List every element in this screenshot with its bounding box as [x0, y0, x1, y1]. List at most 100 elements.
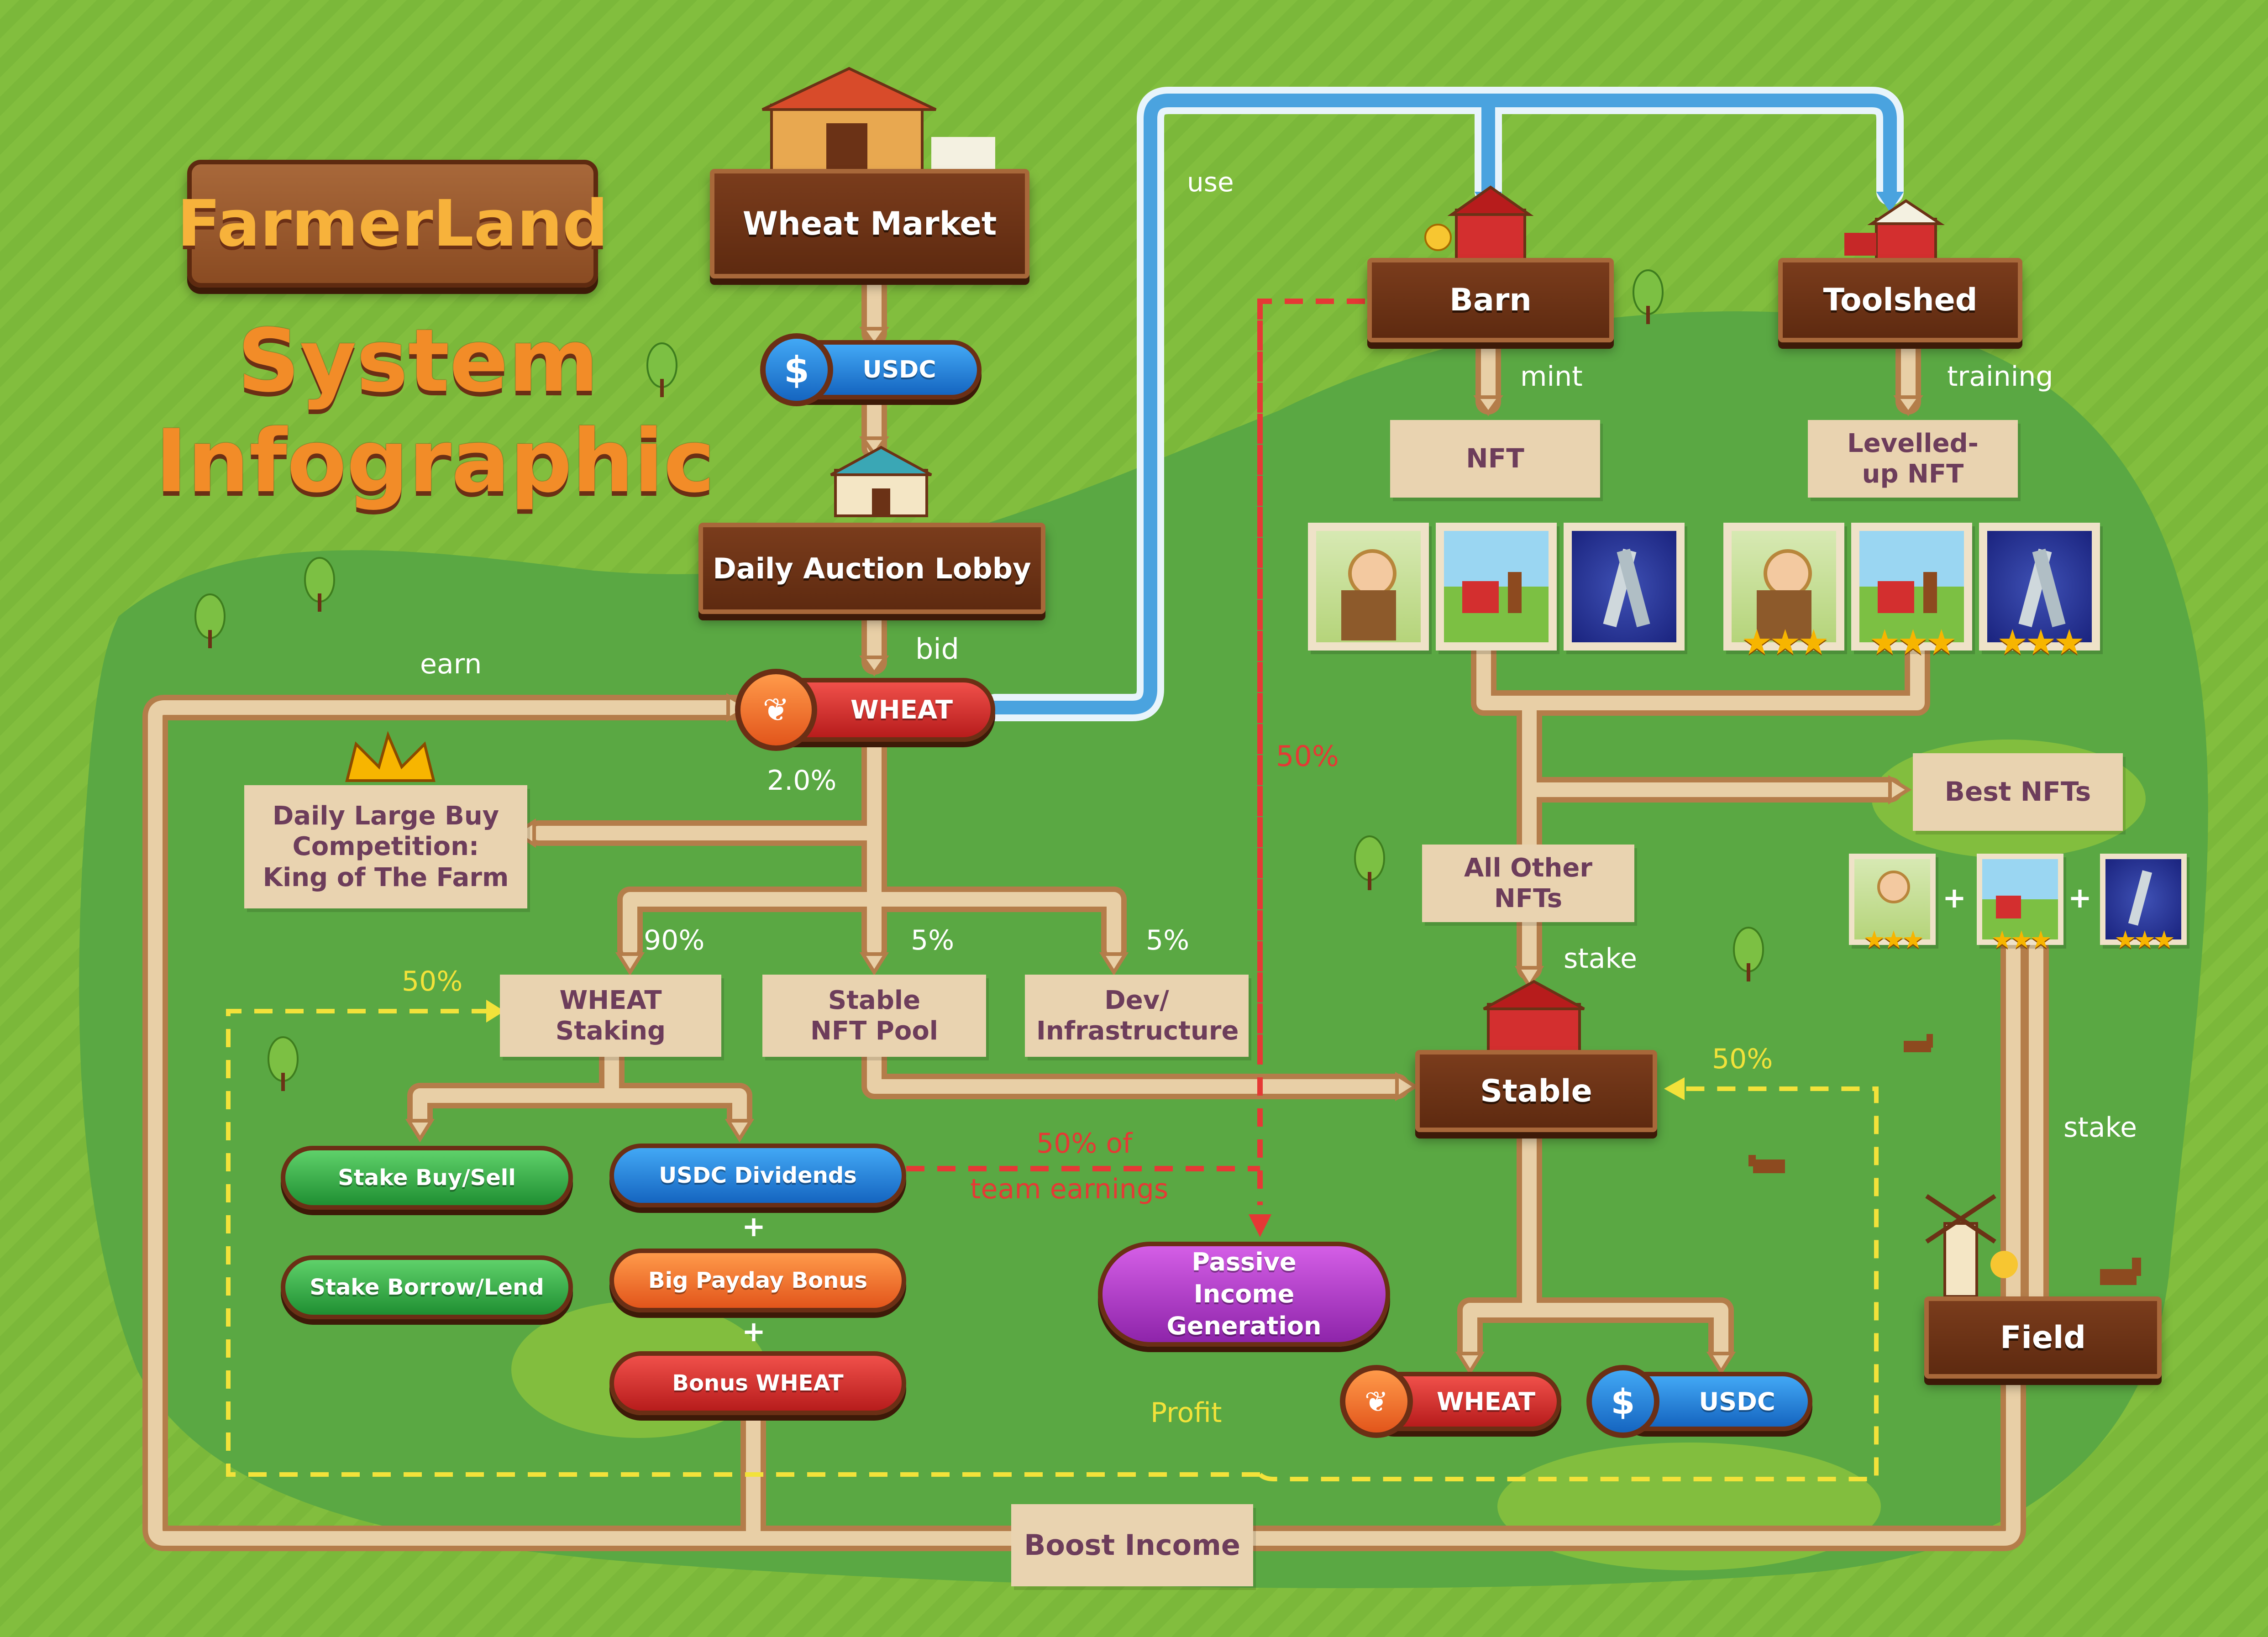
nft-card-farmer: [1308, 523, 1429, 651]
red-dashed-line: [1257, 299, 1365, 1205]
three-stars-icon: ★★★: [1997, 622, 2084, 662]
barn-label: Barn: [1449, 282, 1532, 318]
title-line2: Infographic: [155, 411, 715, 512]
stable-label: Stable: [1480, 1073, 1592, 1109]
tree-trunks: [208, 306, 1750, 1091]
three-stars-icon: ★★★: [2114, 925, 2175, 954]
windmill-icon: [1925, 1194, 2018, 1298]
barn-node: Barn: [1367, 258, 1614, 342]
farmer-icon: [1877, 871, 1910, 903]
nft-card-tool: [1564, 523, 1685, 651]
passive-income-label: Passive Income Generation: [1166, 1247, 1322, 1341]
levelled-up-nft-box: Levelled-up NFT: [1808, 420, 2018, 498]
usdc-dividends-label: USDC Dividends: [659, 1163, 857, 1188]
stake-borrow-lend-pill: Stake Borrow/Lend: [281, 1255, 573, 1319]
wheat-market-label: Wheat Market: [742, 205, 997, 242]
usdc-coin-icon: $: [760, 333, 833, 406]
nft-card-farm: [1436, 523, 1557, 651]
daily-auction-lobby-node: Daily Auction Lobby: [698, 523, 1045, 614]
label-50pct-staking: 50%: [402, 965, 463, 997]
yellow-dashed-line: [226, 1009, 1260, 1477]
label-mint: mint: [1520, 361, 1583, 393]
label-stake-2: stake: [2063, 1112, 2137, 1144]
wheat-bottom-label: WHEAT: [1436, 1387, 1536, 1416]
tool-icon: [2128, 870, 2152, 926]
farm-icon: [1996, 896, 2021, 918]
plus-icon: +: [742, 1315, 766, 1348]
field-node: Field: [1924, 1296, 2162, 1379]
stake-buy-sell-pill: Stake Buy/Sell: [281, 1146, 573, 1210]
farm-icon: [1878, 581, 1914, 613]
all-other-nfts-box: All Other NFTs: [1422, 845, 1634, 922]
label-earn: earn: [420, 648, 482, 680]
wheat-coin-bottom-icon: ❦: [1340, 1365, 1413, 1438]
nft-card-farm-levelled: ★★★: [1851, 523, 1972, 662]
label-5pct-a: 5%: [911, 924, 955, 956]
usdc-coin-bottom-icon: $: [1586, 1365, 1659, 1438]
farm-icon: [1462, 581, 1499, 613]
label-stake-1: stake: [1564, 943, 1638, 975]
three-stars-icon: ★★★: [1863, 925, 1924, 954]
daily-auction-lobby-label: Daily Auction Lobby: [713, 551, 1031, 585]
title-line1: System: [237, 310, 599, 411]
label-5pct-b: 5%: [1146, 924, 1190, 956]
best-nfts-box: Best NFTs: [1913, 753, 2123, 831]
nft-card-farmer-levelled: ★★★: [1723, 523, 1844, 662]
field-label: Field: [2000, 1319, 2086, 1356]
label-bid: bid: [915, 632, 959, 666]
bonus-wheat-label: Bonus WHEAT: [672, 1370, 844, 1396]
wheat-staking-label: WHEAT Staking: [555, 985, 666, 1046]
label-50pct-red: 50%: [1276, 740, 1339, 773]
label-profit: Profit: [1150, 1397, 1222, 1429]
best-nft-card-farmer: ★★★: [1849, 854, 1936, 954]
yellow-dashed-line-2: [1258, 1086, 1879, 1481]
usdc-dividends-pill: USDC Dividends: [609, 1144, 906, 1207]
stake-buy-sell-label: Stake Buy/Sell: [338, 1165, 516, 1191]
crown-icon: [345, 731, 436, 782]
logo-plank: FarmerLand: [177, 160, 608, 288]
best-nft-card-farm: ★★★: [1977, 854, 2063, 954]
farmer-icon: [1348, 549, 1396, 598]
toolshed-node: Toolshed: [1778, 258, 2022, 342]
label-90pct: 90%: [644, 924, 705, 956]
nft-label: NFT: [1466, 443, 1524, 474]
daily-large-buy-label: Daily Large Buy Competition: King of The…: [262, 801, 509, 892]
usdc-bottom-label: USDC: [1699, 1387, 1775, 1416]
stable-barn-icon: [1483, 980, 1585, 1056]
barn-icon: [1424, 185, 1534, 262]
toolshed-label: Toolshed: [1823, 282, 1978, 318]
lobby-building-icon: [830, 446, 932, 517]
dev-infrastructure-label: Dev/ Infrastructure: [1036, 985, 1239, 1046]
three-stars-icon: ★★★: [1869, 622, 1957, 662]
stake-borrow-lend-label: Stake Borrow/Lend: [310, 1275, 544, 1300]
wheat-coin-icon: ❦: [735, 669, 817, 751]
toolshed-icon: [1844, 199, 1945, 262]
big-payday-bonus-label: Big Payday Bonus: [648, 1268, 867, 1293]
label-training: training: [1947, 361, 2053, 393]
three-stars-icon: ★★★: [1741, 622, 1829, 662]
label-team-earnings-1: 50% of: [1036, 1128, 1133, 1160]
path-beige: [148, 276, 2043, 1546]
stable-node: Stable: [1415, 1050, 1657, 1132]
plus-icon: +: [2068, 881, 2092, 914]
boost-income-box: Boost Income: [1011, 1504, 1253, 1586]
best-nft-card-tool: ★★★: [2100, 854, 2187, 954]
nft-box: NFT: [1390, 420, 1600, 498]
nft-card-tool-levelled: ★★★: [1979, 523, 2100, 662]
horse-icon: [1748, 1034, 2141, 1285]
usdc-label: USDC: [862, 356, 936, 383]
best-nfts-label: Best NFTs: [1944, 776, 2091, 808]
wheat-staking-box: WHEAT Staking: [500, 975, 721, 1057]
big-payday-bonus-pill: Big Payday Bonus: [609, 1249, 906, 1312]
label-2pct: 2.0%: [767, 765, 837, 797]
daily-large-buy-box: Daily Large Buy Competition: King of The…: [244, 785, 527, 908]
tree-icon: [194, 269, 1764, 1082]
bonus-wheat-pill: Bonus WHEAT: [609, 1351, 906, 1415]
dev-infrastructure-box: Dev/ Infrastructure: [1025, 975, 1249, 1057]
market-building-icon: [761, 67, 995, 175]
logo-text: FarmerLand: [177, 186, 609, 261]
label-team-earnings-2: team earnings: [970, 1173, 1169, 1205]
label-50pct-stable: 50%: [1712, 1043, 1773, 1075]
all-other-nfts-label: All Other NFTs: [1464, 853, 1593, 913]
